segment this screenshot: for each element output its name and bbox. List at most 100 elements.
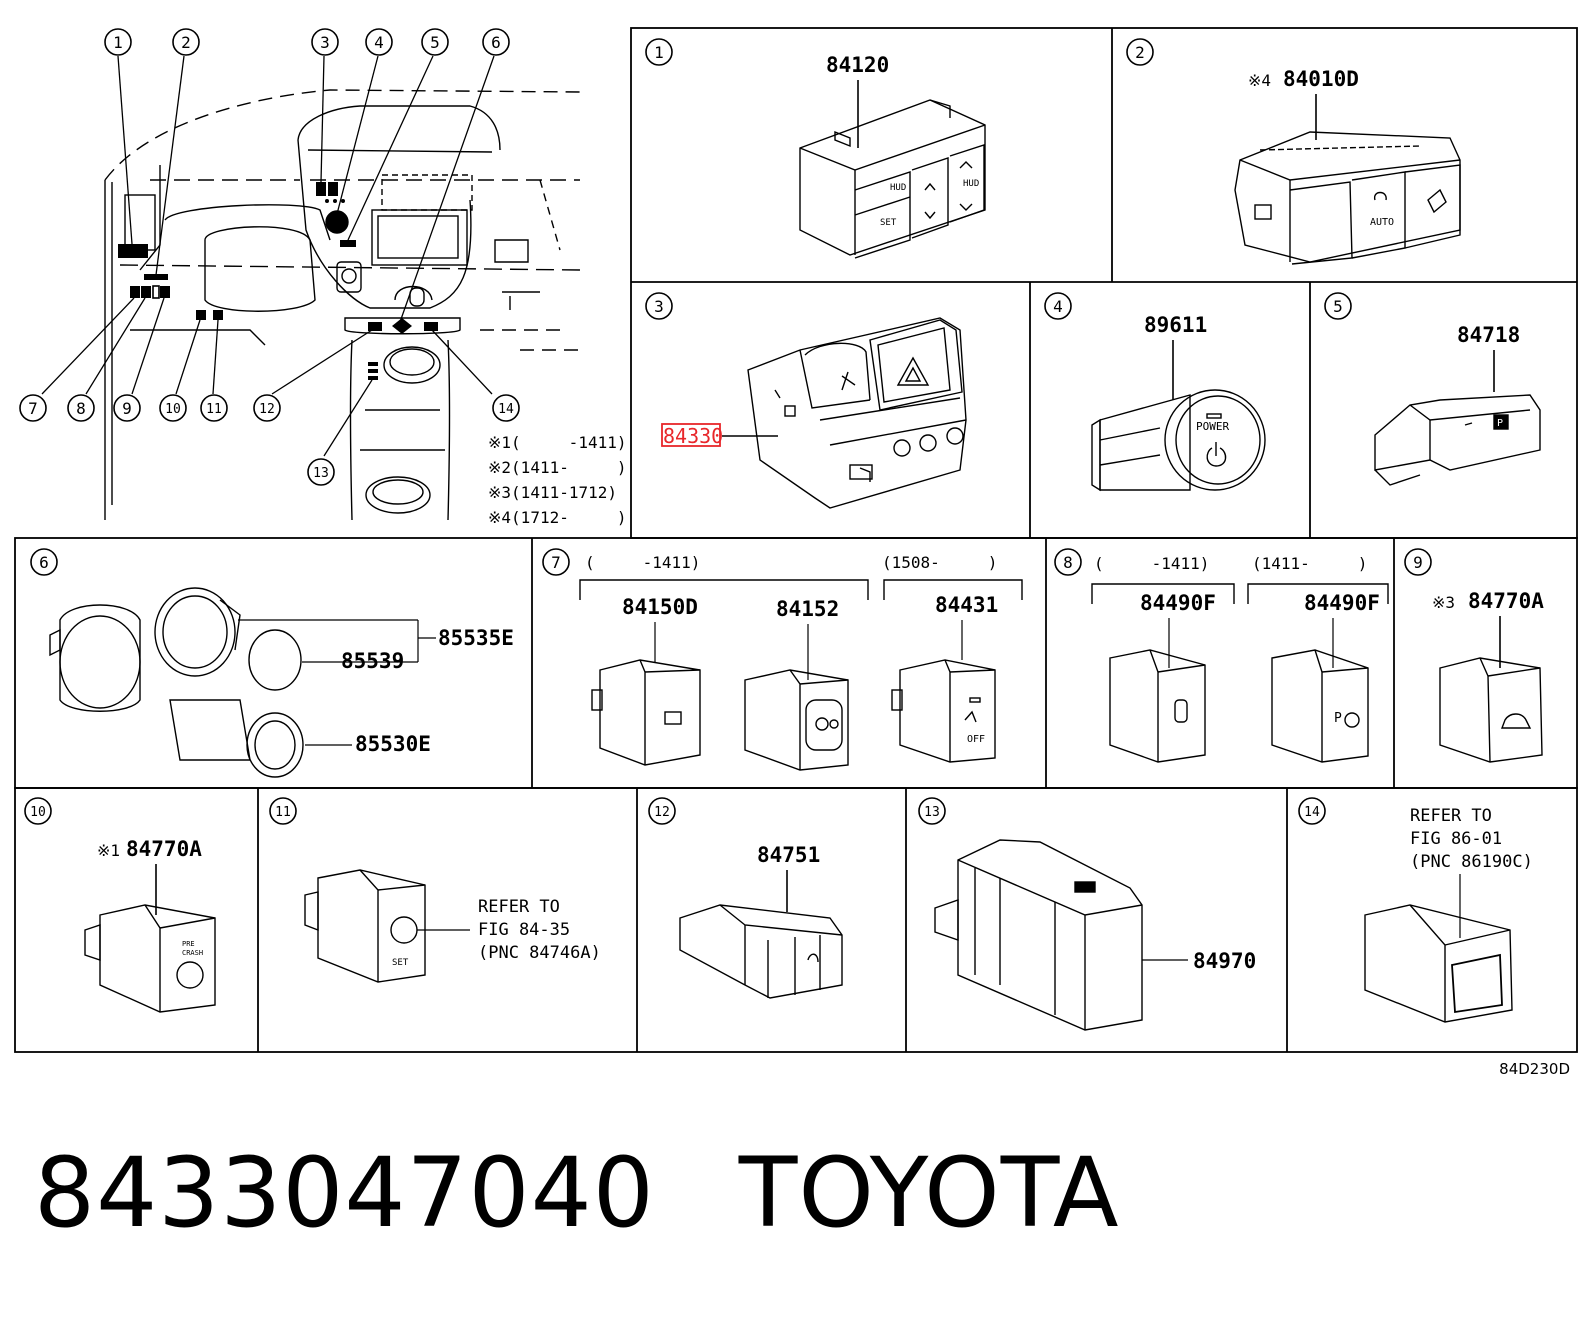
switch-84120: HUD SET HUD (799, 99, 986, 259)
callout-14: 14 (492, 394, 520, 422)
switch-84010D: AUTO (1234, 131, 1461, 265)
part-84751: 84751 (757, 843, 820, 867)
callout-1: 1 (104, 28, 132, 56)
panel-1: 1 84120 HUD SET HUD (645, 38, 986, 259)
svg-text:12: 12 (259, 402, 275, 417)
svg-text:5: 5 (430, 33, 440, 52)
callout-6: 6 (482, 28, 510, 56)
callout-7: 7 (19, 394, 47, 422)
svg-text:REFER TO: REFER TO (478, 897, 560, 917)
panel-8: 8 ( -1411) (1411- ) 84490F 84490F P (1054, 548, 1389, 763)
svg-text:12: 12 (654, 805, 670, 820)
svg-text:10: 10 (165, 402, 181, 417)
panel-6: 6 85535E 85539 85530E (30, 548, 514, 778)
svg-text:11: 11 (206, 402, 222, 417)
svg-text:※3(1411-1712): ※3(1411-1712) (488, 483, 617, 502)
svg-text:※4(1712- ): ※4(1712- ) (488, 508, 626, 527)
part-84970: 84970 (1193, 949, 1256, 973)
switch-89611: POWER (1091, 389, 1266, 492)
part-84718: 84718 (1457, 323, 1520, 347)
svg-text:HUD: HUD (963, 179, 979, 189)
svg-text:9: 9 (1413, 553, 1423, 572)
part-85535E: 85535E (438, 626, 514, 650)
svg-text:6: 6 (39, 553, 49, 572)
svg-text:( -1411): ( -1411) (585, 553, 700, 572)
part-84770A-9: 84770A (1468, 589, 1544, 613)
svg-text:11: 11 (275, 805, 291, 820)
svg-text:8: 8 (76, 399, 86, 418)
svg-text:※2(1411- ): ※2(1411- ) (488, 458, 626, 477)
svg-text:P: P (1497, 418, 1503, 429)
svg-text:FIG 86-01: FIG 86-01 (1410, 829, 1502, 849)
part-84330: 84330 (663, 424, 723, 448)
svg-text:5: 5 (1333, 297, 1343, 316)
panel-2: 2 ※4 84010D AUTO (1126, 38, 1461, 265)
switch-84718: P (1374, 394, 1541, 486)
svg-text:FIG 84-35: FIG 84-35 (478, 920, 570, 940)
overview-callouts: 1 2 3 4 5 6 7 8 9 10 11 12 13 14 (19, 28, 520, 486)
highlight-box (661, 423, 721, 447)
panel-14: 14 REFER TO FIG 86-01 (PNC 86190C) (1298, 797, 1533, 1023)
svg-text:AUTO: AUTO (1370, 217, 1394, 228)
svg-text:※3: ※3 (1432, 593, 1455, 612)
figure-code: 84D230D (1499, 1060, 1570, 1078)
svg-text:HUD: HUD (890, 183, 906, 193)
svg-text:2: 2 (1135, 43, 1145, 62)
svg-text:8: 8 (1063, 553, 1073, 572)
svg-text:SET: SET (880, 218, 897, 228)
panel-grid (14, 27, 1578, 1053)
panel-13: 13 84970 (918, 797, 1256, 1031)
svg-text:(PNC 84746A): (PNC 84746A) (478, 943, 601, 963)
panel-12: 12 84751 (648, 797, 843, 999)
svg-text:PRE: PRE (182, 940, 195, 948)
callout-11: 11 (200, 394, 228, 422)
svg-text:13: 13 (313, 466, 329, 481)
part-84770A-10: 84770A (126, 837, 202, 861)
svg-text:13: 13 (924, 805, 940, 820)
svg-text:1: 1 (654, 43, 664, 62)
overview-dashboard: 1 2 3 4 5 6 7 8 9 10 11 12 13 14 ※1( -14… (19, 28, 626, 527)
part-84150D: 84150D (622, 595, 698, 619)
part-84431: 84431 (935, 593, 998, 617)
svg-text:14: 14 (1304, 805, 1320, 820)
switch-84330 (747, 317, 967, 509)
svg-text:OFF: OFF (967, 734, 985, 745)
svg-text:※4: ※4 (1248, 71, 1271, 90)
svg-text:3: 3 (320, 33, 330, 52)
svg-text:7: 7 (28, 399, 38, 418)
svg-text:P: P (1334, 711, 1342, 726)
callout-12: 12 (253, 394, 281, 422)
svg-text:※1: ※1 (97, 841, 120, 860)
part-84010D: 84010D (1283, 67, 1359, 91)
svg-text:1: 1 (113, 33, 123, 52)
svg-text:14: 14 (498, 402, 514, 417)
svg-text:CRASH: CRASH (182, 949, 203, 957)
svg-text:(1411- ): (1411- ) (1252, 554, 1367, 573)
callout-2: 2 (172, 28, 200, 56)
part-89611: 89611 (1144, 313, 1207, 337)
svg-text:4: 4 (1053, 297, 1063, 316)
panel-11: 11 SET REFER TO FIG 84-35 (PNC 84746A) (269, 797, 601, 983)
part-84490F-a: 84490F (1140, 591, 1216, 615)
panel-5: 5 84718 P (1324, 292, 1541, 486)
part-85530E: 85530E (355, 732, 431, 756)
panel-9: 9 ※3 84770A (1404, 548, 1544, 763)
part-85539: 85539 (341, 649, 404, 673)
overview-notes: ※1( -1411) ※2(1411- ) ※3(1411-1712) ※4(1… (488, 433, 626, 527)
svg-text:SET: SET (392, 958, 409, 968)
callout-8: 8 (67, 394, 95, 422)
panel-10: 10 ※1 84770A PRE CRASH (24, 797, 216, 1013)
callout-3: 3 (311, 28, 339, 56)
panel-7: 7 ( -1411) (1508- ) 84150D 84152 84431 (542, 548, 1023, 771)
part-84120: 84120 (826, 53, 889, 77)
part-number: 8433047040 (34, 1137, 655, 1249)
svg-text:3: 3 (654, 297, 664, 316)
svg-text:10: 10 (30, 805, 46, 820)
svg-text:9: 9 (122, 399, 132, 418)
svg-text:4: 4 (374, 33, 384, 52)
part-84152: 84152 (776, 597, 839, 621)
svg-text:6: 6 (491, 33, 501, 52)
svg-text:( -1411): ( -1411) (1094, 554, 1209, 573)
